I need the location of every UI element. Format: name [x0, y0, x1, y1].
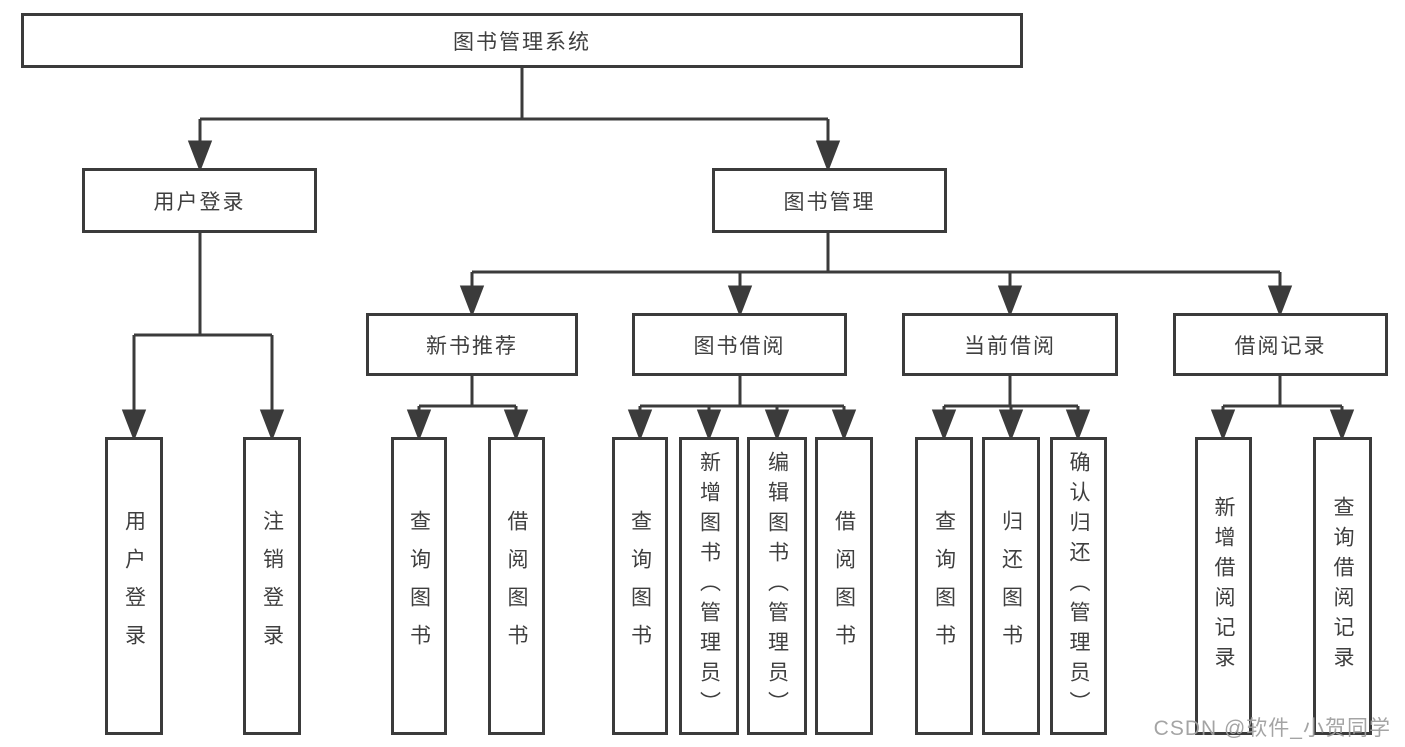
connector-borrow-records-children: [1210, 376, 1355, 442]
leaf-logout-label: 注销登录: [260, 510, 284, 662]
connector-new-book-recommend-children: [406, 376, 529, 442]
node-user-login: 用户登录: [82, 168, 317, 233]
leaf-logout: 注销登录: [243, 437, 301, 735]
connector-book-management-children: [459, 233, 1293, 318]
leaf-edit-book-admin-label: 编辑图书（管理员）: [765, 451, 789, 721]
leaf-user-login: 用户登录: [105, 437, 163, 735]
node-book-borrow-label: 图书借阅: [693, 334, 786, 358]
leaf-borrow-books: 借阅图书: [815, 437, 873, 735]
node-user-login-label: 用户登录: [153, 190, 246, 214]
connector-root-to-level2: [187, 68, 841, 173]
leaf-borrow-books-recommend-label: 借阅图书: [505, 510, 528, 662]
leaf-search-books-current: 查询图书: [915, 437, 973, 735]
node-library-system: 图书管理系统: [21, 13, 1023, 68]
leaf-return-book-label: 归还图书: [999, 510, 1023, 662]
leaf-add-book-admin: 新增图书（管理员）: [679, 437, 739, 735]
connector-current-borrow-children: [931, 376, 1091, 442]
node-library-system-label: 图书管理系统: [453, 30, 591, 54]
node-book-management-label: 图书管理: [783, 190, 876, 214]
node-current-borrow-label: 当前借阅: [964, 334, 1056, 358]
leaf-user-login-label: 用户登录: [122, 510, 146, 662]
leaf-search-books-borrow: 查询图书: [612, 437, 668, 735]
leaf-add-borrow-record-label: 新增借阅记录: [1212, 496, 1235, 676]
leaf-add-borrow-record: 新增借阅记录: [1195, 437, 1252, 735]
watermark: CSDN @软件_小贺同学: [1153, 717, 1391, 740]
leaf-borrow-books-recommend: 借阅图书: [488, 437, 545, 735]
leaf-return-book: 归还图书: [982, 437, 1040, 735]
leaf-search-books-borrow-label: 查询图书: [628, 510, 652, 662]
connector-user-login-children: [121, 233, 285, 442]
node-borrow-records-label: 借阅记录: [1234, 334, 1327, 358]
leaf-edit-book-admin: 编辑图书（管理员）: [747, 437, 807, 735]
connector-book-borrow-children: [627, 376, 857, 442]
node-new-book-recommend-label: 新书推荐: [426, 334, 518, 358]
node-book-management: 图书管理: [712, 168, 947, 233]
node-current-borrow: 当前借阅: [902, 313, 1118, 376]
node-new-book-recommend: 新书推荐: [366, 313, 578, 376]
leaf-borrow-books-label: 借阅图书: [832, 510, 856, 662]
leaf-search-books-recommend: 查询图书: [391, 437, 447, 735]
leaf-confirm-return-admin-label: 确认归还（管理员）: [1067, 451, 1090, 721]
node-borrow-records: 借阅记录: [1173, 313, 1388, 376]
leaf-search-books-recommend-label: 查询图书: [407, 510, 431, 662]
leaf-search-books-current-label: 查询图书: [932, 510, 956, 662]
leaf-add-book-admin-label: 新增图书（管理员）: [697, 451, 721, 721]
leaf-confirm-return-admin: 确认归还（管理员）: [1050, 437, 1107, 735]
leaf-search-borrow-record: 查询借阅记录: [1313, 437, 1372, 735]
node-book-borrow: 图书借阅: [632, 313, 847, 376]
leaf-search-borrow-record-label: 查询借阅记录: [1331, 496, 1354, 676]
